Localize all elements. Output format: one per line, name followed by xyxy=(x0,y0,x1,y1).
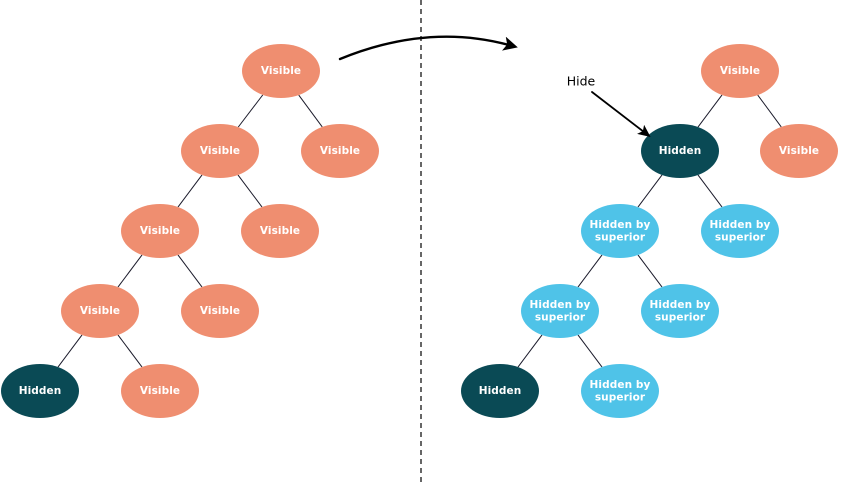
node-label: superior xyxy=(595,391,646,403)
tree-node-visible[interactable]: Visible xyxy=(61,284,139,338)
node-label: superior xyxy=(535,311,586,323)
tree-edge xyxy=(637,254,663,288)
tree-node-visible[interactable]: Visible xyxy=(241,204,319,258)
node-label: Hidden by xyxy=(590,379,651,391)
node-label: Visible xyxy=(200,305,240,317)
tree-edge xyxy=(637,174,663,208)
node-label: Visible xyxy=(140,385,180,397)
tree-edge xyxy=(577,334,603,368)
node-ellipse[interactable] xyxy=(641,284,719,338)
tree-edge xyxy=(177,254,203,288)
tree-edge xyxy=(298,94,323,128)
node-label: Hidden by xyxy=(710,219,771,231)
tree-edge xyxy=(237,94,264,128)
tree-node-visible[interactable]: Visible xyxy=(242,44,320,98)
node-ellipse[interactable] xyxy=(121,204,199,258)
node-label: Visible xyxy=(261,65,301,77)
node-ellipse[interactable] xyxy=(461,364,539,418)
before-tree-edges xyxy=(57,94,323,368)
hide-pointer-arrow xyxy=(591,91,651,138)
flow-arrow-group xyxy=(338,35,518,61)
tree-edge xyxy=(237,174,263,208)
node-label: Visible xyxy=(200,145,240,157)
node-label: superior xyxy=(655,311,706,323)
node-ellipse[interactable] xyxy=(701,44,779,98)
tree-edge xyxy=(177,174,203,208)
tree-node-hidden[interactable]: Hidden xyxy=(1,364,79,418)
node-label: Visible xyxy=(720,65,760,77)
node-label: superior xyxy=(595,231,646,243)
tree-node-visible[interactable]: Visible xyxy=(701,44,779,98)
node-ellipse[interactable] xyxy=(641,124,719,178)
tree-edge xyxy=(577,254,603,288)
tree-edge xyxy=(697,94,723,128)
tree-node-visible[interactable]: Visible xyxy=(181,284,259,338)
node-label: Hidden xyxy=(659,145,702,157)
tree-edge xyxy=(697,174,723,208)
node-ellipse[interactable] xyxy=(242,44,320,98)
node-ellipse[interactable] xyxy=(181,284,259,338)
tree-edge xyxy=(757,94,782,128)
node-label: Visible xyxy=(779,145,819,157)
node-label: Hidden by xyxy=(590,219,651,231)
node-label: Visible xyxy=(140,225,180,237)
hide-annotation-group: Hide xyxy=(567,74,651,138)
node-label: superior xyxy=(715,231,766,243)
node-label: Visible xyxy=(260,225,300,237)
tree-node-visible[interactable]: Visible xyxy=(121,364,199,418)
node-label: Hidden by xyxy=(650,299,711,311)
tree-edge xyxy=(517,334,543,368)
node-ellipse[interactable] xyxy=(181,124,259,178)
transition-arrow xyxy=(338,35,518,61)
node-ellipse[interactable] xyxy=(760,124,838,178)
node-ellipse[interactable] xyxy=(581,364,659,418)
tree-node-visible[interactable]: Visible xyxy=(760,124,838,178)
node-ellipse[interactable] xyxy=(241,204,319,258)
node-ellipse[interactable] xyxy=(581,204,659,258)
tree-node-hidden[interactable]: Hidden xyxy=(461,364,539,418)
tree-node-visible[interactable]: Visible xyxy=(121,204,199,258)
hide-annotation-label: Hide xyxy=(567,74,596,89)
node-label: Hidden xyxy=(19,385,62,397)
node-label: Visible xyxy=(320,145,360,157)
tree-edge xyxy=(117,334,143,368)
tree-node-hidden[interactable]: Hidden xyxy=(641,124,719,178)
tree-edge xyxy=(57,334,83,368)
node-ellipse[interactable] xyxy=(521,284,599,338)
after-tree-edges xyxy=(517,94,782,368)
node-ellipse[interactable] xyxy=(301,124,379,178)
tree-edge xyxy=(117,254,143,288)
node-label: Hidden by xyxy=(530,299,591,311)
node-label: Hidden xyxy=(479,385,522,397)
tree-node-visible[interactable]: Visible xyxy=(301,124,379,178)
node-ellipse[interactable] xyxy=(701,204,779,258)
node-ellipse[interactable] xyxy=(1,364,79,418)
tree-node-visible[interactable]: Visible xyxy=(181,124,259,178)
node-label: Visible xyxy=(80,305,120,317)
node-ellipse[interactable] xyxy=(61,284,139,338)
node-ellipse[interactable] xyxy=(121,364,199,418)
